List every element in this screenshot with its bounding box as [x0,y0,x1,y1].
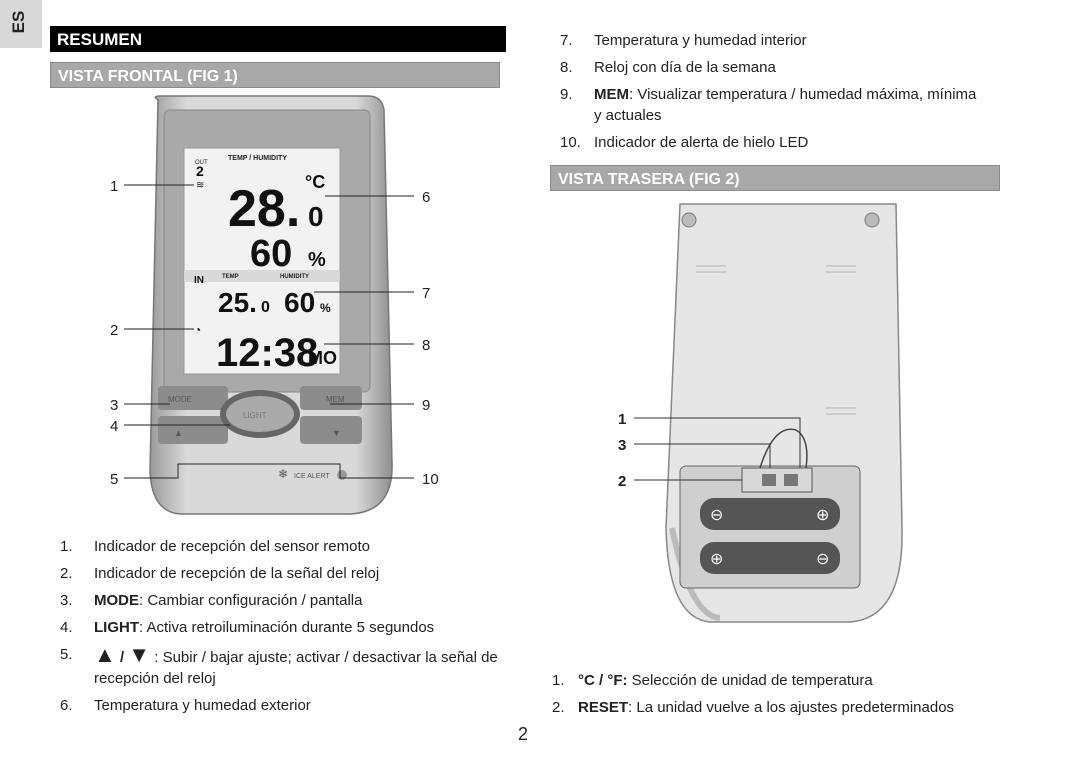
in-label: IN [194,275,204,286]
clock-time: 12:38 [216,331,318,375]
legend-item: 1.°C / °F: Selección de unidad de temper… [552,672,873,689]
up-arrow-icon: ▲ [94,642,116,667]
page-number: 2 [518,724,529,744]
sensor-signal-icon: ≋ [196,180,204,191]
clock-day: MO [308,348,337,368]
legend-item: 9.MEM: Visualizar temperatura / humedad … [560,86,977,124]
outdoor-temperature-decimal: 0 [308,201,324,232]
in-humidity-label: HUMIDITY [280,274,309,280]
indoor-band [184,270,340,282]
lcd-header: TEMP / HUMIDITY [228,155,287,162]
outdoor-humidity: 60 [250,233,292,275]
mode-button [158,386,228,410]
front-view-title: VISTA FRONTAL (FIG 1) [50,62,500,88]
battery [700,498,840,530]
language-label: ES [9,10,28,34]
unit-switch [762,474,776,486]
callout-8: 8 [422,337,430,354]
callout-5: 5 [110,471,118,488]
indoor-temperature: 25. [218,287,257,318]
front-view-figure: TEMP / HUMIDITY OUT 2 ≋ 28. 0 °C 60 % IN… [110,95,439,515]
battery-minus-icon: ⊖ [710,507,723,524]
legend-item: 2.RESET: La unidad vuelve a los ajustes … [552,699,955,716]
indoor-humidity-percent: % [320,301,331,315]
legend-item: 6.Temperatura y humedad exterior [60,697,311,714]
callout-7: 7 [422,285,430,302]
rear-callout-3: 3 [618,437,626,454]
legend-item: 10.Indicador de alerta de hielo LED [560,134,809,151]
section-title: RESUMEN [50,26,506,52]
lcd-screen [183,147,341,375]
rear-view-legend: 1.°C / °F: Selección de unidad de temper… [552,670,1042,724]
battery-minus-icon: ⊖ [816,551,829,568]
battery [700,542,840,574]
battery-plus-icon: ⊕ [710,551,723,568]
indoor-humidity: 60 [284,287,315,318]
legend-item: 4.LIGHT: Activa retroiluminación durante… [60,619,435,636]
up-button [158,416,228,444]
snowflake-icon: ❄ [278,467,288,481]
light-button [226,396,294,432]
callout-1: 1 [110,178,118,195]
down-arrow-icon: ▼ [128,642,151,667]
mem-button-label: MEM [326,395,345,404]
mounting-hole [681,212,697,228]
rear-callout-2: 2 [618,473,626,490]
outdoor-humidity-percent: % [308,249,326,271]
language-tab: ES [0,0,42,48]
front-view-legend: 1.Indicador de recepción del sensor remo… [60,536,500,722]
legend-item: 7.Temperatura y humedad interior [560,32,807,49]
mounting-hole [864,212,880,228]
rear-callout-1: 1 [618,411,626,428]
reset-button [784,474,798,486]
outdoor-temp-unit: °C [305,172,325,192]
legend-item: 1.Indicador de recepción del sensor remo… [60,538,370,555]
legend-item: 5.▲ / ▼ : Subir / bajar ajuste; activar … [60,642,498,688]
switch-panel [741,467,813,493]
callout-10: 10 [422,471,439,488]
callout-6: 6 [422,189,430,206]
out-label: OUT [195,160,208,166]
legend-item: 3.MODE: Cambiar configuración / pantalla [60,592,363,609]
legend-item: 2. Indicador de recepción de la señal de… [60,565,380,582]
front-view-legend-cont: 7.Temperatura y humedad interior 8.Reloj… [560,30,980,159]
indoor-temperature-decimal: 0 [261,299,270,316]
mode-button-label: MODE [168,395,192,404]
ice-alert-label: ICE ALERT [294,473,330,480]
outdoor-temperature: 28. [228,180,300,238]
clock-signal-icon: ◔ [194,323,201,337]
channel-number: 2 [196,163,204,179]
callout-2: 2 [110,322,118,339]
callout-9: 9 [422,397,430,414]
down-button [300,416,362,444]
legend-item: 8.Reloj con día de la semana [560,59,776,76]
up-arrow-icon: ▲ [174,428,183,438]
battery-plus-icon: ⊕ [816,507,829,524]
callout-3: 3 [110,397,118,414]
in-temp-label: TEMP [222,274,239,280]
rear-view-figure: ⊖ ⊕ ⊕ ⊖ 1 3 2 [618,203,903,623]
down-arrow-icon: ▼ [332,428,341,438]
callout-4: 4 [110,418,118,435]
rear-view-title: VISTA TRASERA (FIG 2) [550,165,1000,191]
light-button-label: LIGHT [243,411,267,420]
